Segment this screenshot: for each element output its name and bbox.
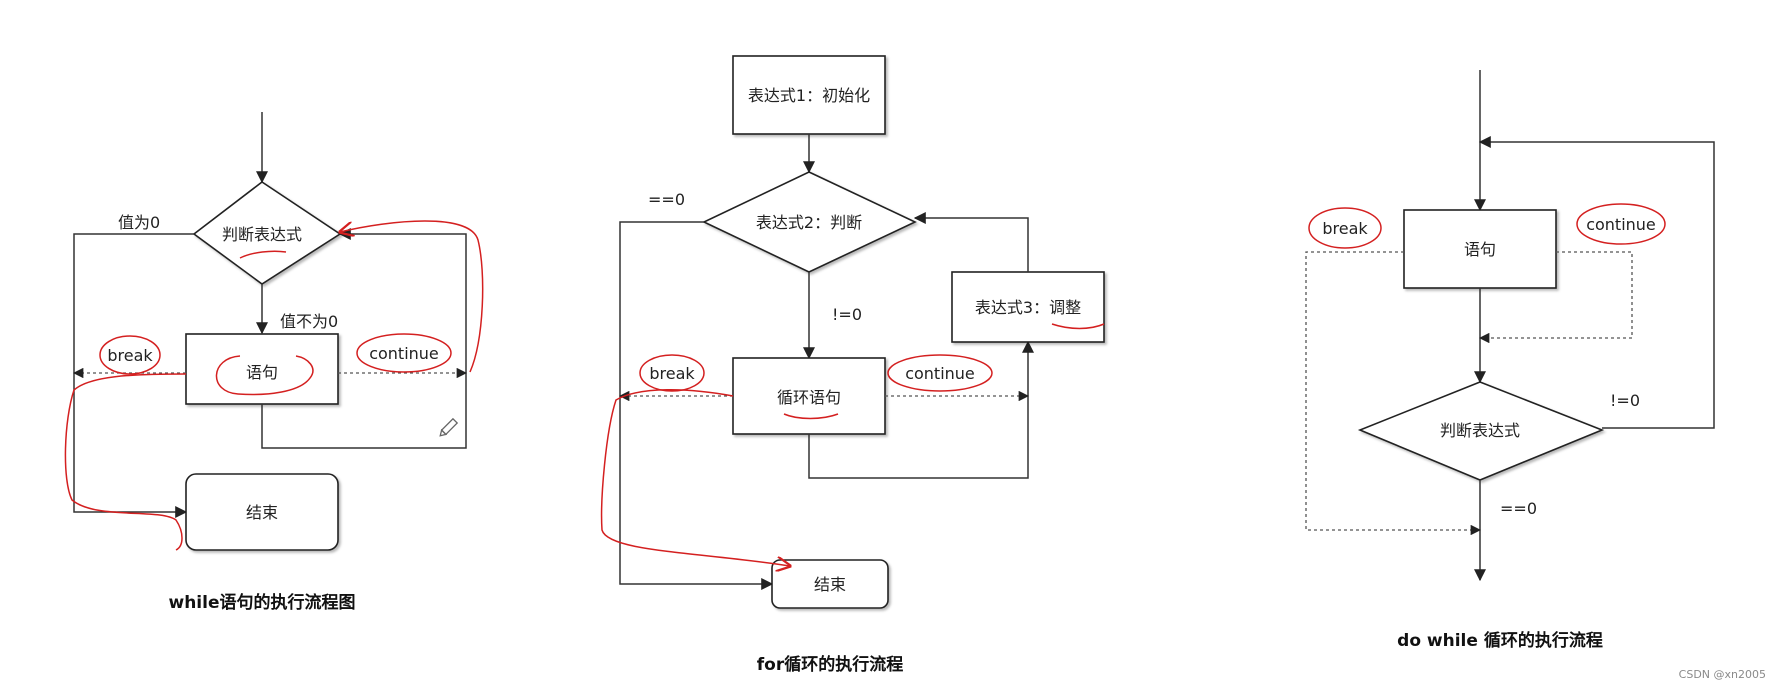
- watermark: CSDN @xn2005: [1679, 668, 1766, 681]
- while-break-circle: [99, 335, 161, 375]
- while-false-line: [73, 233, 194, 518]
- for-break-circle: [639, 354, 705, 392]
- for-continue-label: continue: [905, 364, 975, 383]
- dowhile-statement-label: 语句: [1464, 240, 1496, 259]
- dowhile-true-line: [1478, 136, 1715, 429]
- dowhile-false-label: ==0: [1500, 499, 1537, 518]
- dowhile-break-circle: [1308, 207, 1382, 249]
- while-break-label: break: [107, 346, 153, 365]
- while-continue-circle: [356, 333, 452, 373]
- while-break-annotation: [64, 373, 187, 551]
- for-continue-circle: [887, 354, 993, 392]
- while-true-label: 值不为0: [280, 312, 338, 331]
- dowhile-judge-label: 判断表达式: [1440, 421, 1520, 440]
- while-loop-back-line: [261, 228, 467, 449]
- for-body-underline: [783, 413, 839, 420]
- for-false-label: ==0: [648, 190, 685, 209]
- while-continue-label: continue: [369, 344, 439, 363]
- dowhile-true-label: !=0: [1610, 391, 1640, 410]
- dowhile-break-label: break: [1322, 219, 1368, 238]
- for-adjust-to-judge-line: [913, 212, 1029, 272]
- while-end-label: 结束: [246, 503, 278, 522]
- for-break-annotation: [600, 389, 790, 566]
- for-adjust-underline: [1051, 323, 1105, 330]
- while-continue-annotation: [340, 220, 484, 373]
- for-true-label: !=0: [832, 305, 862, 324]
- for-init-box: [732, 55, 886, 135]
- dowhile-continue-label: continue: [1586, 215, 1656, 234]
- for-adjust-box: [951, 271, 1105, 343]
- dowhile-continue-path: [1478, 251, 1633, 344]
- while-judge-label: 判断表达式: [222, 225, 302, 244]
- for-body-label: 循环语句: [777, 388, 841, 407]
- while-diagram-title: while语句的执行流程图: [169, 592, 356, 613]
- for-init-label: 表达式1：初始化: [748, 86, 870, 105]
- while-false-label: 值为0: [118, 213, 160, 232]
- for-end-label: 结束: [814, 575, 846, 594]
- while-statement-label: 语句: [246, 363, 278, 382]
- for-break-label: break: [649, 364, 695, 383]
- while-judge-underline: [239, 250, 287, 259]
- while-flowchart: 判断表达式 值不为0 语句 值为0 结束 break continue whil…: [64, 112, 484, 613]
- dowhile-diagram-title: do while 循环的执行流程: [1397, 630, 1603, 651]
- for-end-box: [771, 559, 889, 609]
- while-end-box: [185, 473, 339, 551]
- for-flowchart: 表达式1：初始化 表达式2：判断 !=0 ==0 循环语句 表达式3：调整 结束…: [600, 55, 1105, 675]
- dowhile-break-path: [1305, 251, 1482, 536]
- for-body-to-adjust-line: [808, 340, 1034, 479]
- for-judge-label: 表达式2：判断: [756, 213, 862, 232]
- dowhile-continue-circle: [1576, 203, 1666, 245]
- for-adjust-label: 表达式3：调整: [975, 298, 1081, 317]
- while-statement-circle: [215, 355, 314, 396]
- dowhile-statement-box: [1403, 209, 1557, 289]
- for-diagram-title: for循环的执行流程: [757, 654, 903, 675]
- pencil-icon[interactable]: [438, 417, 459, 438]
- dowhile-flowchart: 语句 判断表达式 !=0 ==0 break continue do while…: [1305, 70, 1715, 651]
- for-false-line: [619, 221, 774, 590]
